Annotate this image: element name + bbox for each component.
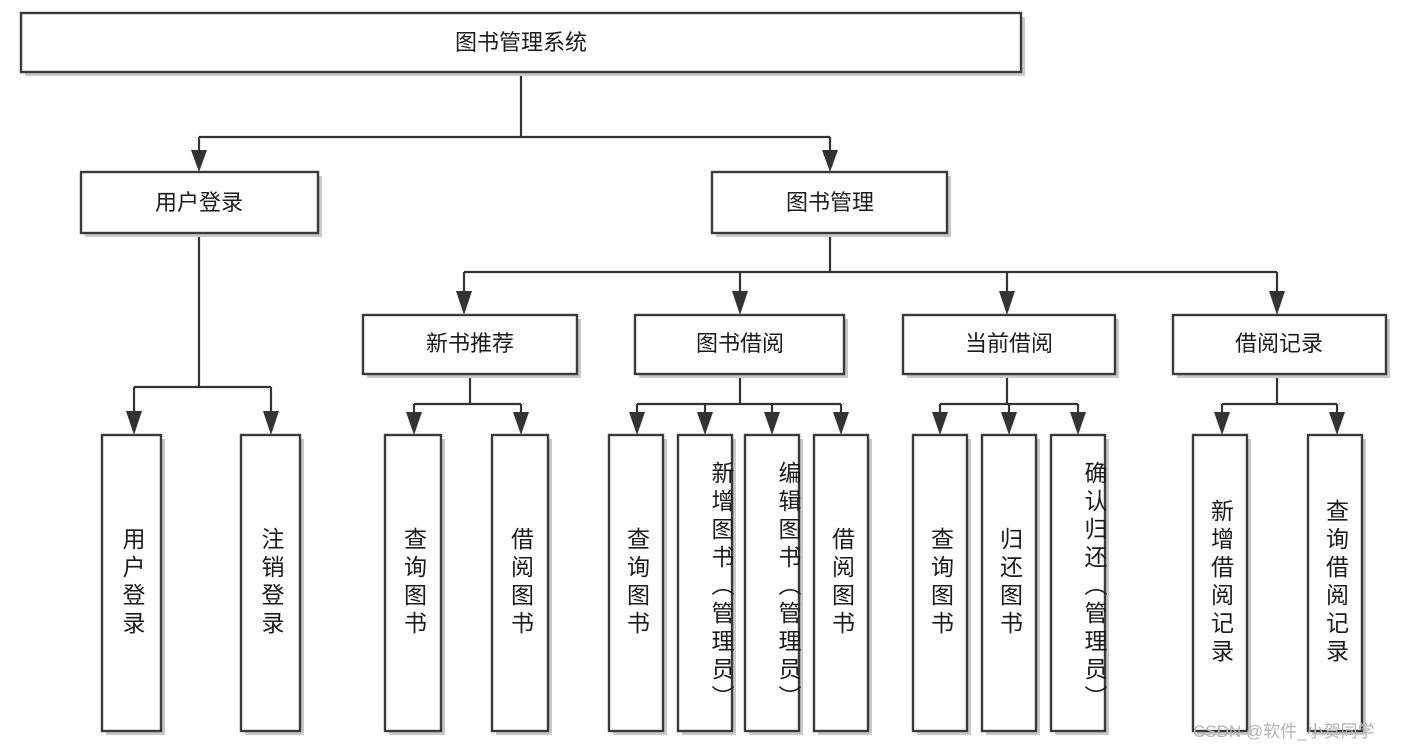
- arrow-head-l3-3: [999, 291, 1015, 315]
- leaf-node-bb-add-book-admin[interactable]: [676, 433, 736, 735]
- arrow-head-cb-3: [1070, 412, 1086, 435]
- arrow-head-br-1: [1214, 412, 1230, 435]
- arrow-head-l3-1: [456, 291, 472, 315]
- leaf-cb-return-box: [980, 433, 1038, 733]
- leaf-node-br-add-record[interactable]: [1191, 433, 1251, 735]
- arrow-head-login-leaf-1: [126, 411, 142, 435]
- node-new-book-recommend-label: 新书推荐: [426, 331, 514, 356]
- arrow-head-cb-2: [1001, 412, 1017, 435]
- node-current-borrow[interactable]: 当前借阅: [901, 313, 1119, 378]
- connector-group: [126, 76, 1345, 435]
- arrow-head-bookmgmt: [822, 150, 838, 172]
- csdn-watermark: CSDN @软件_小贺同学: [1193, 722, 1375, 741]
- arrow-head-bb-1: [629, 412, 645, 435]
- node-user-login-label: 用户登录: [155, 190, 243, 215]
- leaf-nbr-query-box: [383, 433, 443, 733]
- node-new-book-recommend-box: [361, 313, 579, 376]
- leaf-node-nbr-borrow-book[interactable]: [490, 433, 552, 735]
- leaf-bb-add-box: [676, 433, 734, 733]
- node-borrow-record-box: [1171, 313, 1388, 376]
- leaf-node-nbr-query-book[interactable]: [383, 433, 445, 735]
- arrow-head-login: [191, 150, 207, 172]
- leaf-br-add-box: [1191, 433, 1249, 733]
- node-user-login-box: [79, 170, 320, 235]
- node-borrow-record-label: 借阅记录: [1235, 331, 1323, 356]
- node-book-borrow-box: [633, 313, 846, 376]
- leaf-node-user-login-login[interactable]: [100, 433, 165, 735]
- arrow-head-nbr-1: [406, 412, 422, 435]
- node-user-login[interactable]: 用户登录: [79, 170, 322, 237]
- leaf-node-bb-borrow-book[interactable]: [812, 433, 872, 735]
- leaf-bb-borrow-box: [812, 433, 870, 733]
- node-book-management-box: [710, 170, 949, 235]
- arrow-head-bb-4: [833, 412, 849, 435]
- leaf-user-logout-box: [239, 433, 302, 733]
- leaf-nbr-borrow-box: [490, 433, 550, 733]
- node-book-borrow-label: 图书借阅: [696, 331, 784, 356]
- leaf-bb-query-box: [607, 433, 665, 733]
- leaf-bb-edit-box: [743, 433, 801, 733]
- arrow-head-br-2: [1329, 412, 1345, 435]
- arrow-head-l3-4: [1269, 291, 1285, 315]
- leaf-node-cb-confirm-return-admin[interactable]: [1049, 433, 1109, 735]
- leaf-user-login-box: [100, 433, 163, 733]
- arrow-head-bb-2: [697, 412, 713, 435]
- arrow-head-nbr-2: [513, 412, 529, 435]
- node-new-book-recommend[interactable]: 新书推荐: [361, 313, 581, 378]
- leaf-node-cb-return-book[interactable]: [980, 433, 1040, 735]
- leaf-br-query-box: [1306, 433, 1364, 733]
- node-borrow-record[interactable]: 借阅记录: [1171, 313, 1390, 378]
- node-root[interactable]: 图书管理系统: [19, 11, 1025, 76]
- node-book-borrow[interactable]: 图书借阅: [633, 313, 848, 378]
- leaf-node-br-query-record[interactable]: [1306, 433, 1366, 735]
- leaf-cb-query-box: [911, 433, 969, 733]
- node-current-borrow-label: 当前借阅: [965, 331, 1053, 356]
- arrow-head-l3-2: [732, 291, 748, 315]
- leaf-node-bb-edit-book-admin[interactable]: [743, 433, 803, 735]
- arrow-head-login-leaf-2: [263, 411, 279, 435]
- node-root-box: [19, 11, 1023, 74]
- leaf-node-cb-query-book[interactable]: [911, 433, 971, 735]
- leaf-node-user-logout[interactable]: [239, 433, 304, 735]
- leaf-cb-confirm-box: [1049, 433, 1107, 733]
- node-book-management[interactable]: 图书管理: [710, 170, 951, 237]
- leaf-node-bb-query-book[interactable]: [607, 433, 667, 735]
- node-book-management-label: 图书管理: [786, 190, 874, 215]
- arrow-head-cb-1: [932, 412, 948, 435]
- node-current-borrow-box: [901, 313, 1117, 376]
- arrow-head-bb-3: [764, 412, 780, 435]
- node-root-label: 图书管理系统: [455, 30, 587, 55]
